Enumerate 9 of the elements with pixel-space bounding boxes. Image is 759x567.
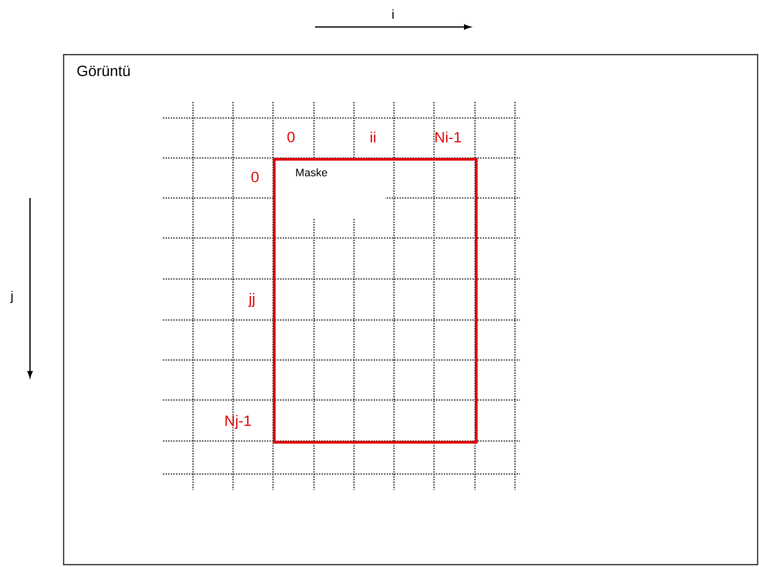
axis-label: j xyxy=(10,290,13,304)
index-label: Ni-1 xyxy=(436,132,461,142)
mask-box: Maske xyxy=(273,158,478,444)
index-label: 0 xyxy=(251,172,259,182)
index-label: Nj-1 xyxy=(226,415,251,429)
index-label: 0 xyxy=(287,132,295,142)
axis-label: i xyxy=(392,9,394,19)
index-label: jj xyxy=(248,293,254,307)
index-label: ii xyxy=(370,132,376,142)
